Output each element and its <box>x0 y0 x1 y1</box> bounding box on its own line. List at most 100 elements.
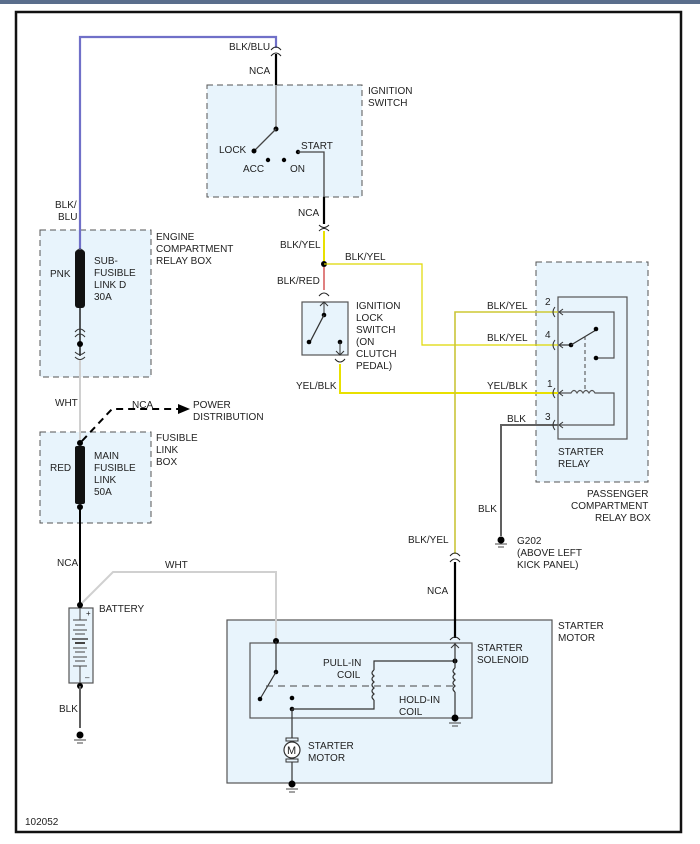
label-main-fusible-2: FUSIBLE <box>94 463 136 474</box>
starter-relay-box <box>557 296 628 440</box>
label-pull-in-2: COIL <box>337 670 361 681</box>
label-start: START <box>301 141 333 152</box>
label-power-dist-1: POWER <box>193 400 231 411</box>
wire-blk-yel-2 <box>324 263 558 346</box>
connector-pnk-b <box>74 333 86 338</box>
label-motor-symbol: M <box>287 745 296 757</box>
lock-switch-arm <box>309 314 325 343</box>
label-battery-minus: – <box>85 673 90 682</box>
label-main-fusible-1: MAIN <box>94 451 119 462</box>
label-wht-2: WHT <box>165 560 188 571</box>
label-ign-lock-3: SWITCH <box>356 325 395 336</box>
label-blk-yel-pin2: BLK/YEL <box>487 301 528 312</box>
label-main-fusible-4: 50A <box>94 487 112 498</box>
wire-nca-power-distribution <box>81 408 180 442</box>
label-main-fusible-3: LINK <box>94 475 117 486</box>
label-blk-yel-down: BLK/YEL <box>408 535 449 546</box>
ignition-switch-box <box>206 84 363 198</box>
label-blk-pin3: BLK <box>507 414 526 425</box>
label-sub-fusible-4: 30A <box>94 292 112 303</box>
label-hold-in-1: HOLD-IN <box>399 695 440 706</box>
ignition-lock-switch-box <box>301 301 349 356</box>
label-pin-1: 1 <box>547 379 553 390</box>
label-blk-yel-pin4: BLK/YEL <box>487 333 528 344</box>
starter-solenoid-box <box>249 642 473 719</box>
label-blk-yel-2: BLK/YEL <box>345 252 386 263</box>
label-nca-battery: NCA <box>57 558 78 569</box>
label-battery: BATTERY <box>99 604 145 615</box>
fusible-link-box <box>39 431 152 524</box>
connector-blk-blu-b <box>270 52 282 57</box>
label-ignition-switch-1: IGNITION <box>368 86 412 97</box>
label-nca-ign-out: NCA <box>298 208 319 219</box>
label-passenger-box-2: COMPARTMENT <box>571 501 648 512</box>
label-sub-fusible-2: FUSIBLE <box>94 268 136 279</box>
ground-battery-dot <box>76 731 84 739</box>
connector-pnk-c <box>74 351 86 355</box>
connector-solenoid-top-b <box>449 558 461 563</box>
connector-blk-red <box>318 292 330 297</box>
label-battery-plus: + <box>86 609 91 618</box>
connector-yel-blk <box>334 358 346 363</box>
label-ign-lock-6: PEDAL) <box>356 361 392 372</box>
wire-start-internal <box>298 151 325 197</box>
label-g202-2: (ABOVE LEFT <box>517 548 582 559</box>
battery-cells <box>72 608 88 683</box>
label-wht-1: WHT <box>55 398 78 409</box>
label-power-dist-2: DISTRIBUTION <box>193 412 264 423</box>
label-sub-fusible-3: LINK D <box>94 280 126 291</box>
engine-compartment-relay-box <box>39 229 152 378</box>
wire-blk-yel-pin2-edge <box>454 311 558 554</box>
battery-plus-terminal <box>77 602 83 608</box>
label-starter-motor-box-1: STARTER <box>558 621 604 632</box>
ign-lock-contact <box>251 148 257 154</box>
label-starter-relay-2: RELAY <box>558 459 590 470</box>
ign-switch-arm <box>253 128 277 152</box>
label-blk-blu-top: BLK/BLU <box>229 42 270 53</box>
label-solenoid-2: SOLENOID <box>477 655 529 666</box>
diagram-id: 102052 <box>25 817 59 828</box>
label-starter-relay-1: STARTER <box>558 447 604 458</box>
label-blk-red: BLK/RED <box>277 276 320 287</box>
label-nca-top: NCA <box>249 66 270 77</box>
ground-g202-dot <box>497 536 505 544</box>
label-ign-lock-2: LOCK <box>356 313 384 324</box>
main-fusible-top-dot <box>77 440 83 446</box>
label-blk-battery: BLK <box>59 704 78 715</box>
label-fusible-box-1: FUSIBLE <box>156 433 198 444</box>
label-hold-in-2: COIL <box>399 707 423 718</box>
relay-pin-connectors <box>552 306 564 431</box>
label-nca-power: NCA <box>132 400 153 411</box>
label-passenger-box-1: PASSENGER <box>587 489 649 500</box>
connector-solenoid <box>449 636 461 641</box>
sub-fusible-link <box>75 250 85 308</box>
label-engine-box-1: ENGINE <box>156 232 195 243</box>
label-lock: LOCK <box>219 145 247 156</box>
label-ign-lock-5: CLUTCH <box>356 349 397 360</box>
connector-blk-blu <box>270 46 282 51</box>
connector-pnk-d <box>74 356 86 360</box>
connector-ign-out-b <box>318 228 330 232</box>
label-yel-blk-left: YEL/BLK <box>296 381 337 392</box>
window-top-bar <box>0 0 700 4</box>
label-pin-4: 4 <box>545 330 551 341</box>
solenoid-internals <box>257 638 461 793</box>
label-blk-blu-left-1: BLK/ <box>55 200 77 211</box>
lock-switch-arrow-out <box>335 350 345 356</box>
label-passenger-box-3: RELAY BOX <box>595 513 651 524</box>
label-fusible-box-2: LINK <box>156 445 179 456</box>
label-starter-motor-2: MOTOR <box>308 753 345 764</box>
starter-relay-internals <box>560 311 615 426</box>
label-ign-lock-4: (ON <box>356 337 374 348</box>
label-fusible-box-3: BOX <box>156 457 177 468</box>
label-yel-blk-pin1: YEL/BLK <box>487 381 528 392</box>
label-on: ON <box>290 164 305 175</box>
label-ign-lock-1: IGNITION <box>356 301 400 312</box>
wire-yel-blk <box>339 364 558 394</box>
ign-on-contact <box>281 157 287 163</box>
label-blk-blu-left-2: BLU <box>58 212 77 223</box>
wire-wht-2 <box>81 571 277 640</box>
label-pnk: PNK <box>50 269 71 280</box>
label-ignition-switch-2: SWITCH <box>368 98 407 109</box>
